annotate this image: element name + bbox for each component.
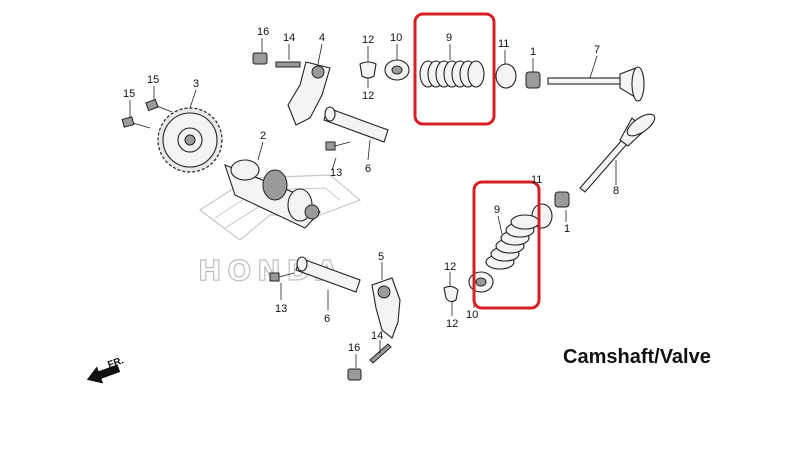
callout-2: 2 xyxy=(260,130,266,142)
callout-13-bottom: 13 xyxy=(275,303,287,315)
valve-spring-9-bottom xyxy=(485,214,540,270)
valve-7 xyxy=(547,66,645,102)
rocker-shaft-6-bottom xyxy=(295,256,361,293)
cotter-12-top xyxy=(359,61,377,79)
callout-13-top: 13 xyxy=(330,167,342,179)
callout-1-bottom: 1 xyxy=(564,223,570,235)
front-direction-arrow xyxy=(86,364,121,384)
callout-14-top: 14 xyxy=(283,32,295,44)
callout-16-top: 16 xyxy=(257,26,269,38)
callout-12-bottom-b: 12 xyxy=(446,318,458,330)
adjust-screw-14-top xyxy=(275,61,301,68)
callout-3: 3 xyxy=(193,78,199,90)
callout-10-bottom: 10 xyxy=(466,309,478,321)
cotter-12-bottom xyxy=(443,285,459,303)
retainer-10-top xyxy=(384,59,410,81)
bolt-15-lower xyxy=(121,116,151,129)
leader-lines xyxy=(129,38,617,368)
bolt-15-upper xyxy=(145,98,173,113)
rocker-arm-5 xyxy=(371,277,401,339)
callout-5: 5 xyxy=(378,251,384,263)
adjust-screw-14-bottom xyxy=(369,343,392,364)
callout-4: 4 xyxy=(319,32,325,44)
callout-10-top: 10 xyxy=(390,32,402,44)
callout-7: 7 xyxy=(594,44,600,56)
bolt-13-top xyxy=(325,141,351,151)
nut-16-top xyxy=(252,52,268,65)
camshaft xyxy=(224,159,321,229)
callout-9-bottom: 9 xyxy=(494,204,500,216)
valve-seal-1-top xyxy=(525,71,541,89)
highlight-box-bottom xyxy=(472,180,541,310)
callout-15-b: 15 xyxy=(123,88,135,100)
spring-seat-11-top xyxy=(495,63,517,89)
callout-14-bottom: 14 xyxy=(371,330,383,342)
callout-11-bottom: 11 xyxy=(531,174,542,186)
callout-15-a: 15 xyxy=(147,74,159,86)
callout-12-top-b: 12 xyxy=(362,90,374,102)
cam-sprocket xyxy=(157,107,223,173)
highlight-box-top xyxy=(413,12,496,126)
valve-seal-1-bottom xyxy=(554,191,570,208)
callout-12-top-a: 12 xyxy=(362,34,374,46)
callout-1-top: 1 xyxy=(530,46,536,58)
valve-8 xyxy=(579,113,656,193)
front-direction-label: FR. xyxy=(106,355,125,371)
nut-16-bottom xyxy=(347,368,362,381)
callout-12-bottom-a: 12 xyxy=(444,261,456,273)
callout-6-top: 6 xyxy=(365,163,371,175)
bolt-13-bottom xyxy=(269,272,295,282)
callout-6-bottom: 6 xyxy=(324,313,330,325)
rocker-arm-4 xyxy=(287,61,331,126)
callout-8: 8 xyxy=(613,185,619,197)
diagram-title: Camshaft/Valve xyxy=(563,346,711,368)
valve-spring-9-top xyxy=(419,60,485,88)
callout-9-top: 9 xyxy=(446,32,452,44)
callout-16-bottom: 16 xyxy=(348,342,360,354)
callout-11-top: 11 xyxy=(498,38,509,50)
rocker-shaft-6-top xyxy=(323,106,389,143)
